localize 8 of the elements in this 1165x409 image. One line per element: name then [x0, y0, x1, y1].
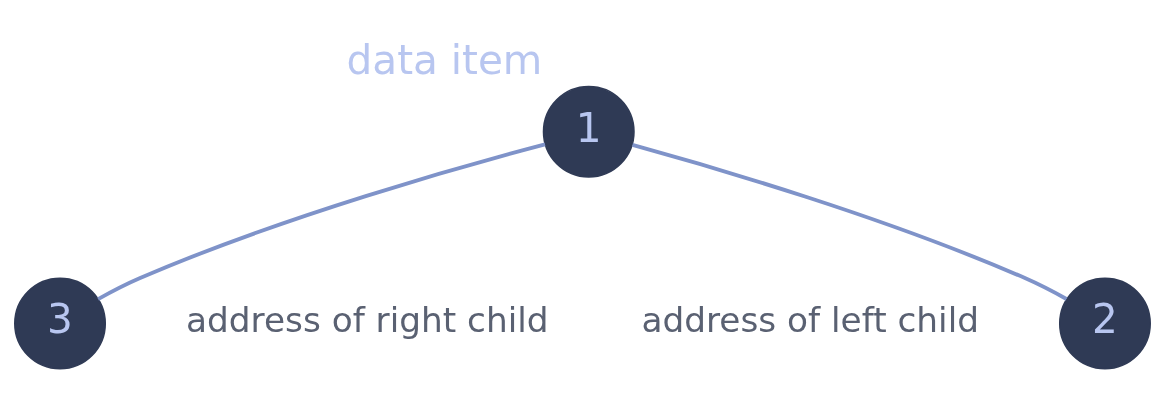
- label: address of right child: [186, 299, 549, 340]
- connector: [631, 142, 1068, 301]
- node-circle: 3: [14, 277, 107, 370]
- connector: [97, 142, 546, 301]
- node-circle: 1: [542, 85, 635, 178]
- node-label: data item: [346, 35, 543, 84]
- node-circle: 2: [1058, 277, 1151, 370]
- label: address of left child: [641, 299, 979, 340]
